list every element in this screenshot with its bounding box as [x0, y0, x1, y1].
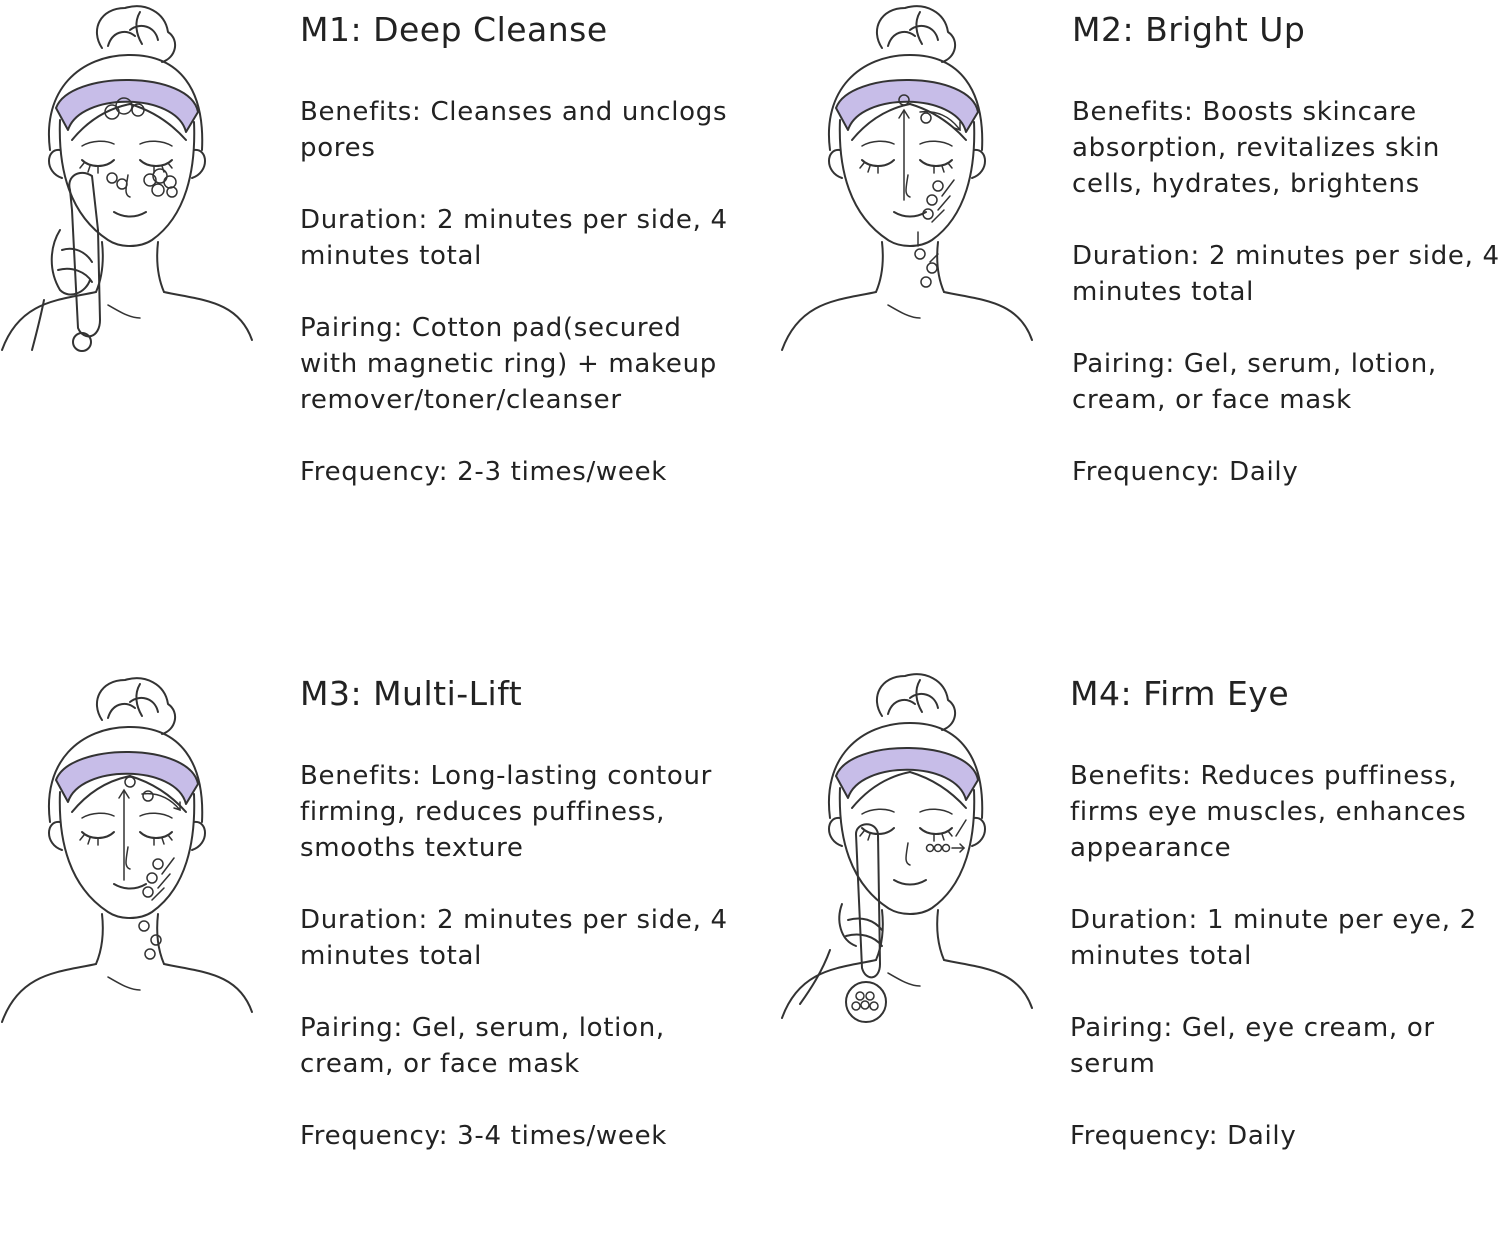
- mode-duration: Duration: 2 minutes per side, 4 minutes …: [1072, 241, 1500, 307]
- mode-title: M2: Bright Up: [1072, 10, 1306, 49]
- mode-benefits: Benefits: Cleanses and unclogs pores: [300, 97, 728, 163]
- mode-text-m3: M3: Multi-Lift Benefits: Long-lasting co…: [300, 672, 740, 1190]
- mode-benefits: Benefits: Boosts skincare absorption, re…: [1072, 97, 1441, 199]
- mode-title: M3: Multi-Lift: [300, 674, 523, 713]
- mode-duration: Duration: 2 minutes per side, 4 minutes …: [300, 205, 728, 271]
- mode-pairing: Pairing: Gel, serum, lotion, cream, or f…: [1072, 349, 1437, 415]
- face-lift-illustration: [0, 664, 300, 1024]
- mode-pairing: Pairing: Gel, eye cream, or serum: [1070, 1013, 1435, 1079]
- mode-panel-m2: M2: Bright Up Benefits: Boosts skincare …: [770, 0, 1500, 579]
- mode-pairing: Pairing: Gel, serum, lotion, cream, or f…: [300, 1013, 665, 1079]
- mode-text-m4: M4: Firm Eye Benefits: Reduces puffiness…: [1070, 672, 1500, 1190]
- face-cleanse-icon: [1, 5, 253, 352]
- mode-text-m1: M1: Deep Cleanse Benefits: Cleanses and …: [300, 8, 740, 526]
- mode-frequency: Frequency: 2-3 times/week: [300, 457, 668, 487]
- mode-duration: Duration: 2 minutes per side, 4 minutes …: [300, 905, 728, 971]
- mode-panel-m3: M3: Multi-Lift Benefits: Long-lasting co…: [0, 664, 750, 1243]
- mode-frequency: Frequency: 3-4 times/week: [300, 1121, 668, 1151]
- face-eye-illustration: [770, 664, 1070, 1024]
- mode-frequency: Frequency: Daily: [1070, 1121, 1297, 1151]
- face-bright-illustration: [770, 0, 1070, 360]
- mode-pairing: Pairing: Cotton pad(secured with magneti…: [300, 313, 717, 415]
- mode-duration: Duration: 1 minute per eye, 2 minutes to…: [1070, 905, 1477, 971]
- face-lift-icon: [1, 677, 253, 1023]
- mode-frequency: Frequency: Daily: [1072, 457, 1299, 487]
- face-eye-icon: [781, 673, 1033, 1023]
- mode-text-m2: M2: Bright Up Benefits: Boosts skincare …: [1072, 8, 1500, 526]
- face-bright-icon: [781, 5, 1033, 352]
- face-cleanse-illustration: [0, 0, 300, 360]
- mode-title: M1: Deep Cleanse: [300, 10, 608, 49]
- mode-panel-m1: M1: Deep Cleanse Benefits: Cleanses and …: [0, 0, 750, 579]
- mode-benefits: Benefits: Long-lasting contour firming, …: [300, 761, 713, 863]
- mode-benefits: Benefits: Reduces puffiness, firms eye m…: [1070, 761, 1467, 863]
- mode-title: M4: Firm Eye: [1070, 674, 1290, 713]
- mode-panel-m4: M4: Firm Eye Benefits: Reduces puffiness…: [770, 664, 1500, 1243]
